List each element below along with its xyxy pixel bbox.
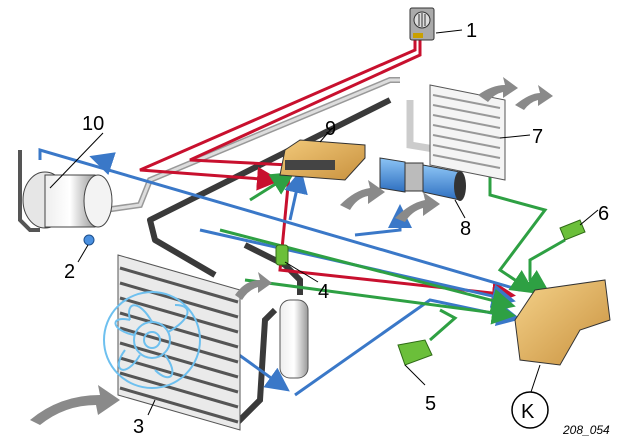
callout-8: 8 (460, 218, 471, 240)
sensor-5 (397, 339, 433, 366)
callout-3: 3 (133, 416, 144, 438)
control-unit (279, 139, 366, 181)
callout-1: 1 (466, 20, 477, 42)
callout-9: 9 (325, 118, 336, 140)
figure-code: 208_054 (562, 423, 610, 437)
evaporator (429, 84, 506, 181)
callout-4: 4 (318, 281, 329, 303)
callout-6: 6 (598, 203, 609, 225)
callout-2: 2 (64, 261, 75, 283)
condenser-fan (103, 291, 201, 389)
k-label: K (521, 401, 535, 423)
callout-7: 7 (532, 126, 543, 148)
airflow-arrows (30, 77, 553, 425)
sensor-6 (559, 219, 586, 241)
blower-motor (379, 157, 466, 201)
signal-wires (38, 40, 566, 397)
receiver-drier (275, 244, 309, 379)
control-panel (409, 7, 435, 41)
refrigerant-pipes (104, 77, 441, 428)
control-module (514, 279, 611, 366)
callout-leaders (49, 29, 599, 416)
compressor (18, 150, 113, 246)
callout-5: 5 (425, 393, 436, 415)
k-symbol: K (511, 391, 549, 429)
condenser (103, 254, 241, 431)
callout-10: 10 (82, 113, 104, 135)
